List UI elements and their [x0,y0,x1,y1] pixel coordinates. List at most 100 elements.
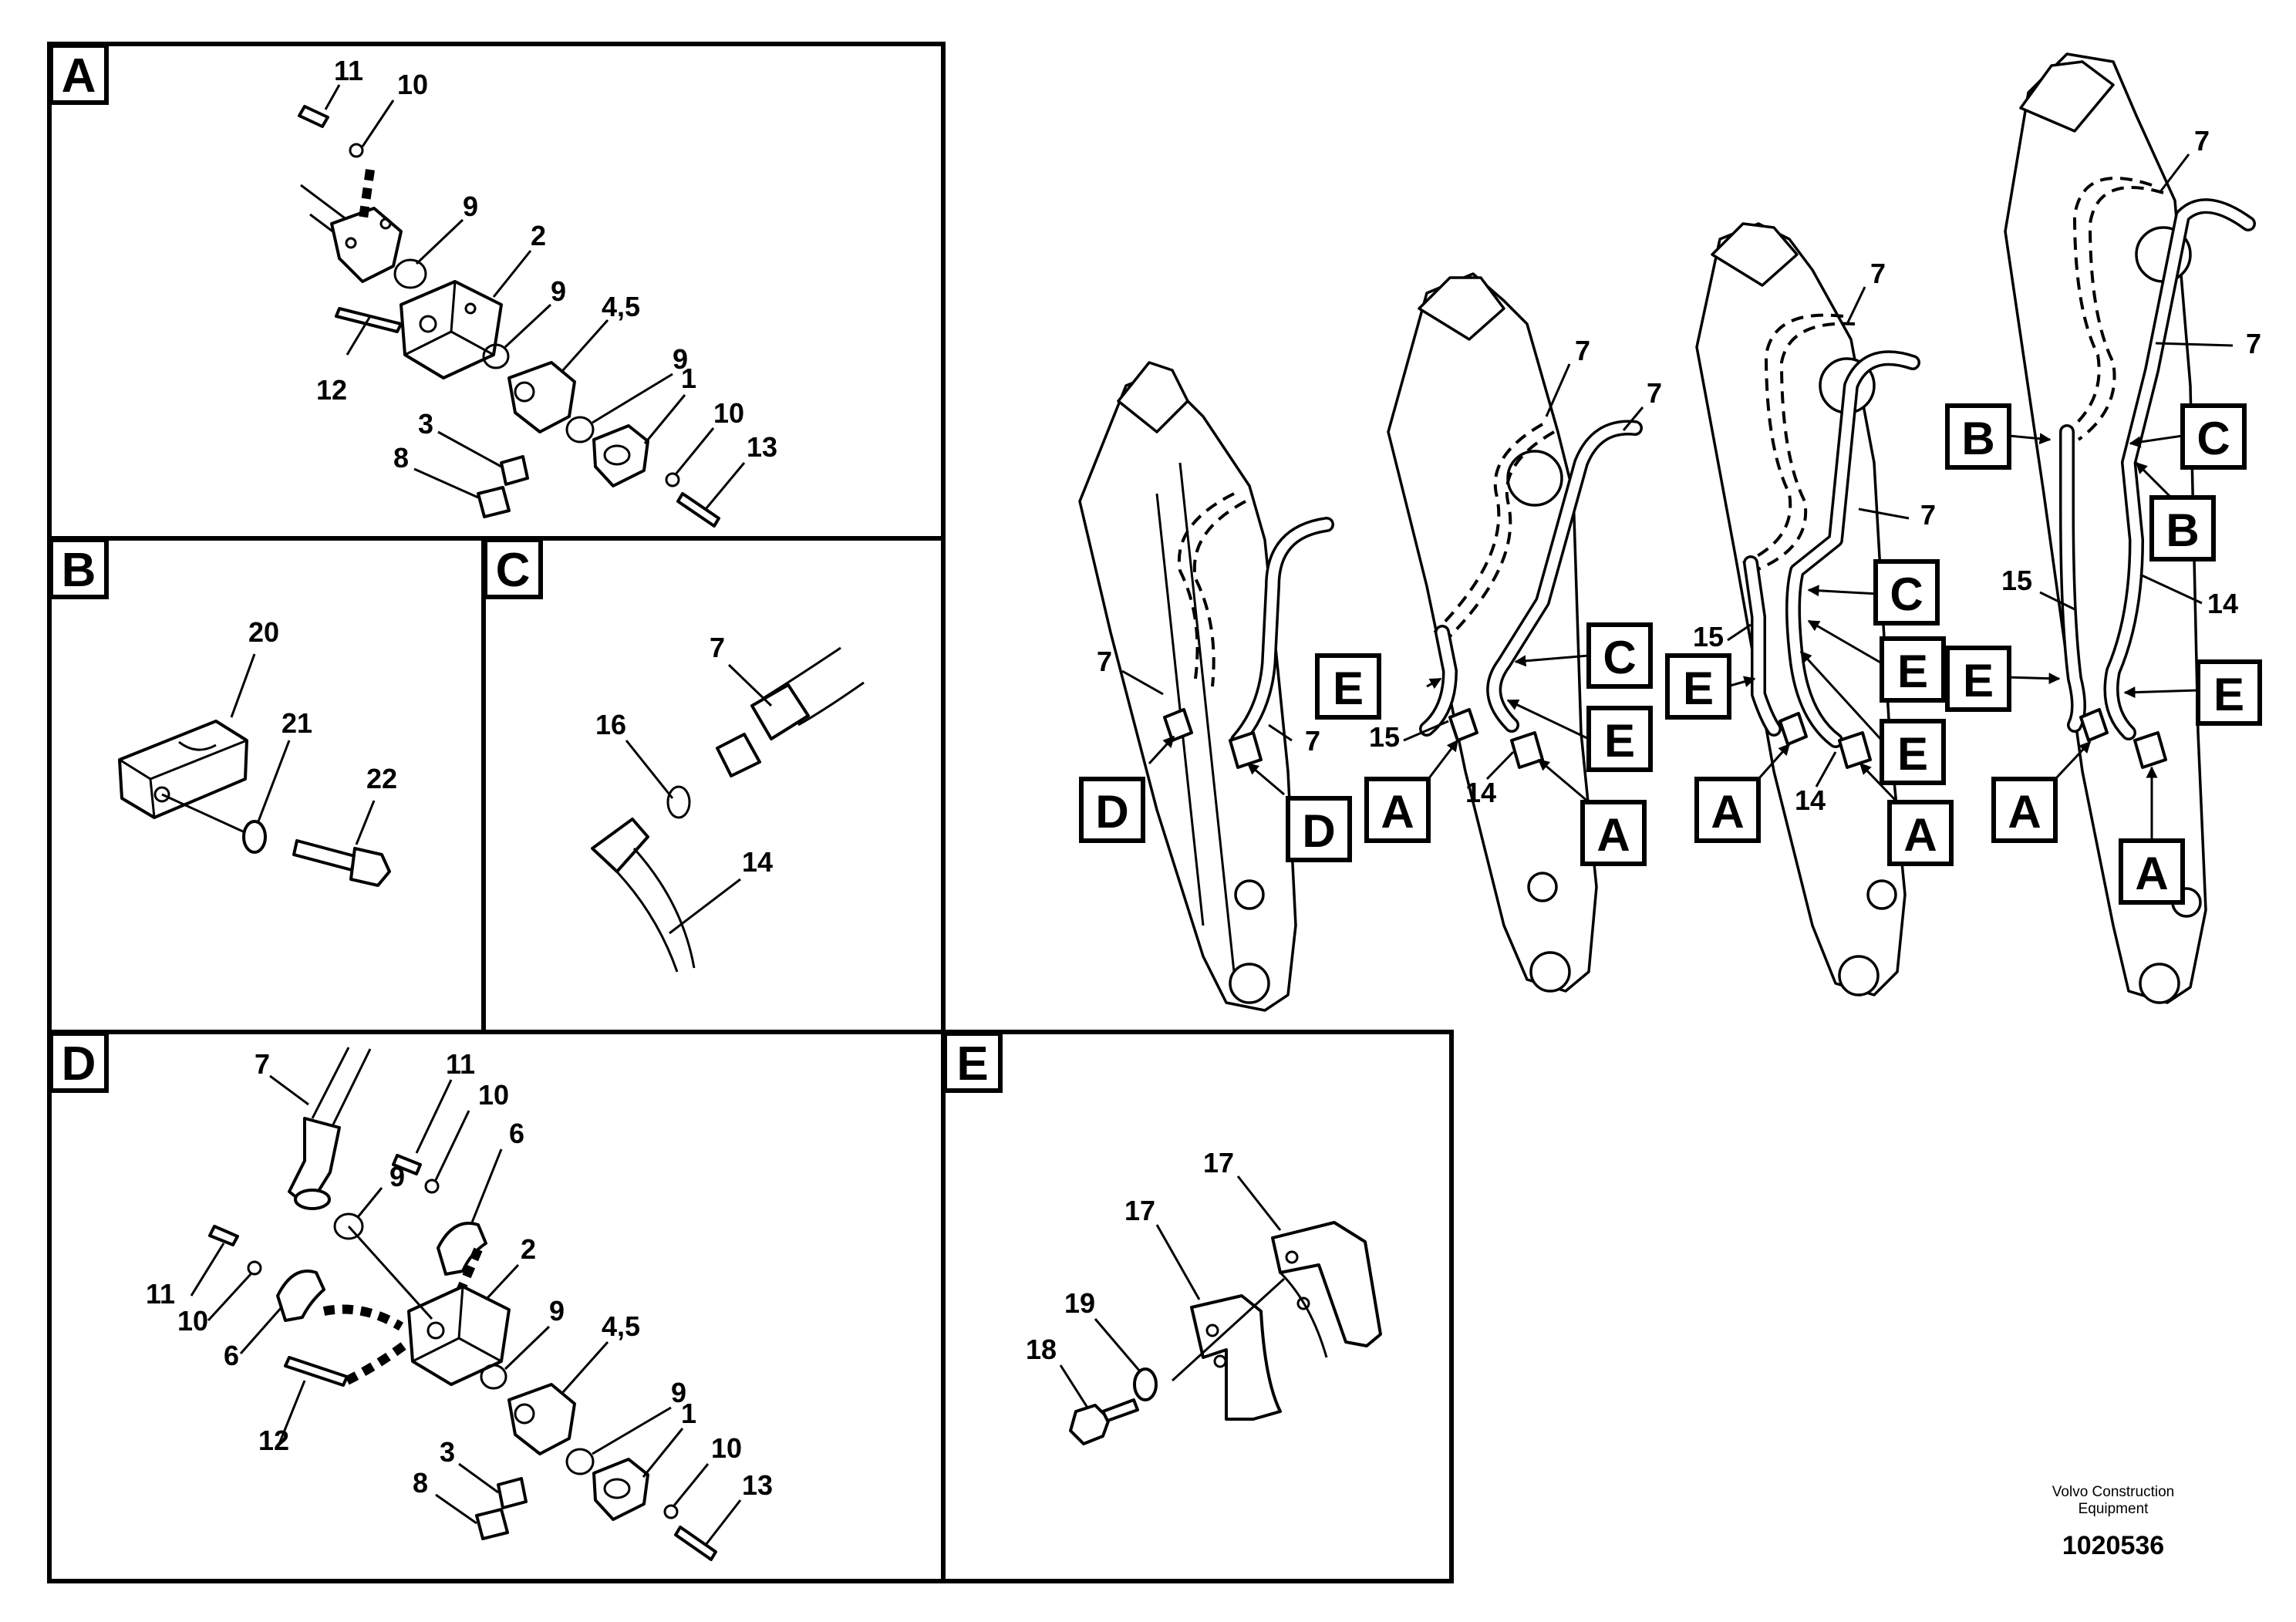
panel-d-letter: D [62,1037,96,1091]
callout: 4,5 [602,1310,640,1342]
panel-b-callouts: 20 21 22 [248,616,397,794]
view-e-tag [1880,636,1946,703]
manufacturer-credit-line2: Equipment [2079,1501,2149,1517]
panel-d-callouts: 7 11 10 6 9 2 11 10 6 9 4,5 12 9 1 3 10 … [146,1048,773,1501]
view-tag-letter: B [1961,413,1994,464]
boom-1-leaders [1121,669,1293,796]
callout: 7 [1647,377,1662,409]
callout: 20 [248,616,279,648]
panel-d-leader-lines [190,1074,742,1546]
panel-d-parts [208,1047,717,1561]
callout: 16 [595,709,626,740]
callout: 1 [681,1398,696,1429]
view-c-tag [1586,622,1653,689]
callout: 15 [2001,565,2032,596]
callout: 14 [1795,784,1826,816]
callout: 13 [742,1469,773,1501]
view-e-tag [2196,659,2262,726]
view-tag-letter: E [1963,655,1994,706]
callout: 10 [397,69,428,100]
callout: 7 [1575,335,1590,366]
view-tag-letter: D [1095,786,1128,838]
panel-d-label-box [49,1031,109,1093]
panel-c-leader-lines [625,663,773,935]
boom-overview-2: 7 7 15 14 E C E A A [1315,272,1662,993]
callout: 4,5 [602,291,640,322]
panel-c: C 7 16 14 [483,538,865,973]
callout: 9 [549,1295,565,1327]
view-d-tag [1079,777,1145,843]
callout: 12 [316,374,347,406]
view-d-tag [1286,796,1352,862]
callout: 15 [1369,721,1400,753]
view-tag-letter: B [2166,504,2199,556]
callout: 10 [177,1305,208,1337]
view-a-tag [1991,777,2058,843]
callout: 13 [747,431,777,463]
view-tag-letter: C [2197,413,2230,464]
view-e-tag [1880,719,1946,785]
view-tag-letter: A [2135,848,2168,899]
callout: 21 [282,707,312,739]
callout: 7 [1097,646,1112,677]
panel-e-parts [1069,1221,1382,1445]
callout: 3 [440,1436,455,1468]
callout: 10 [713,397,744,429]
callout: 19 [1064,1287,1095,1319]
panel-a-callouts: 11 10 9 2 9 4,5 9 1 10 13 12 3 8 [316,55,777,474]
boom-2-body [1387,272,1598,993]
panel-e-label-box [942,1031,1003,1093]
panel-a-letter: A [62,49,96,103]
view-tag-letter: E [1333,663,1364,714]
view-a-tag [1887,800,1954,866]
panel-e: E 17 17 19 18 [942,1031,1382,1445]
manufacturer-credit: Volvo Construction [2052,1484,2174,1500]
callout: 11 [146,1278,175,1310]
callout: 7 [1870,258,1886,289]
callout: 14 [1465,777,1496,808]
view-a-tag [1580,800,1647,866]
view-tag-letter: E [1604,715,1635,767]
callout: 14 [2207,588,2238,619]
callout: 9 [463,191,478,222]
callout: 3 [418,408,433,440]
callout: 7 [2246,328,2261,359]
boom-3-leaders [1727,286,1910,804]
callout: 17 [1124,1195,1155,1226]
view-tag-letter: A [2008,786,2041,838]
panel-b: B 20 21 22 [49,538,397,887]
boom-1-hose [1230,517,1334,748]
callout: 12 [258,1425,289,1456]
panel-a-label-box [49,43,109,105]
view-tag-letter: A [1711,786,1744,838]
callout: 1 [681,363,696,394]
callout: 7 [2194,125,2210,157]
view-c-tag [1873,559,1940,626]
callout: 2 [521,1233,536,1265]
view-tag-letter: A [1381,786,1414,838]
callout: 7 [1305,725,1320,757]
callout: 17 [1203,1147,1234,1179]
boom-overview-1: 7 7 D D [1078,361,1352,1012]
panel-b-label-box [49,538,109,599]
callout: 11 [446,1048,475,1080]
panel-e-callouts: 17 17 19 18 [1026,1147,1234,1365]
panel-c-label-box [483,538,543,599]
callout: 11 [334,55,363,86]
panel-b-leader-lines [230,653,376,845]
view-e-tag [1315,653,1381,720]
boom-2-leaders [1403,363,1644,804]
panel-c-callouts: 7 16 14 [595,632,773,878]
panel-e-leader-lines [1059,1175,1282,1408]
panel-c-letter: C [496,544,531,597]
boom-overview-3: 7 7 15 14 C E E E A A [1665,222,1954,996]
callout: 9 [389,1161,405,1192]
panel-b-parts [118,720,391,887]
callout: 10 [478,1079,509,1111]
boom-4-body [2004,52,2207,1004]
callout: 7 [710,632,725,663]
callout: 9 [551,275,566,307]
view-tag-letter: E [1897,646,1928,697]
view-c-tag [2180,403,2247,470]
